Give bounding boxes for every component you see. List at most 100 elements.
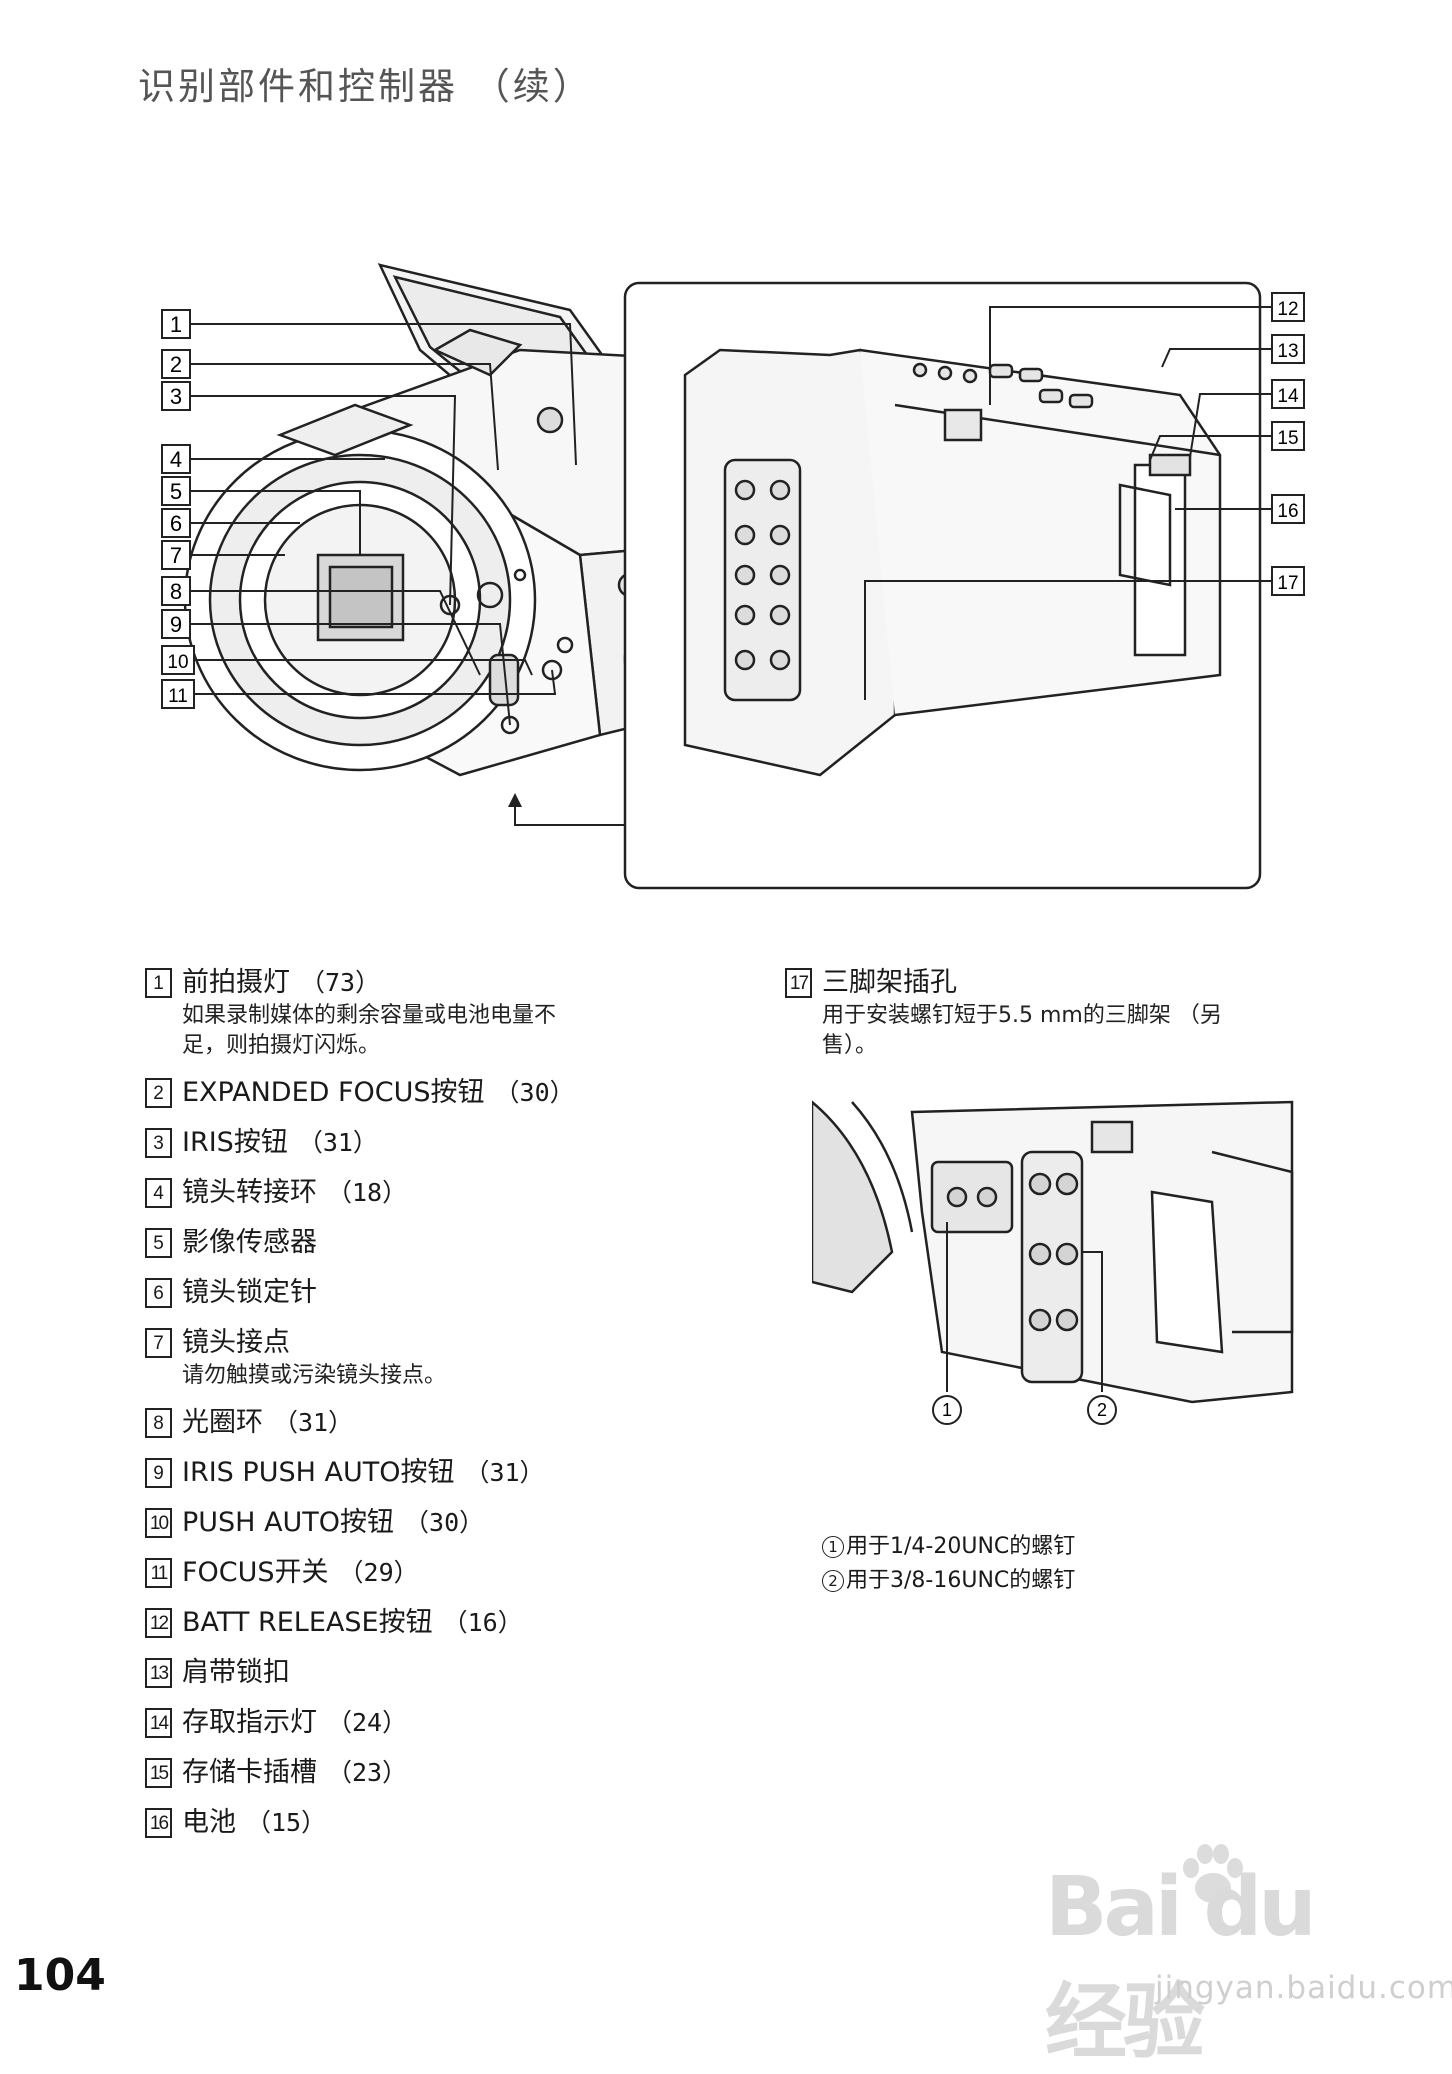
callout-16: 16 [1271,494,1305,524]
part-item-11: 11 FOCUS开关 （29） [145,1555,705,1591]
part-number: 14 [145,1708,172,1738]
callout-9: 9 [161,609,191,639]
part-number: 5 [145,1228,172,1258]
svg-text:6: 6 [170,511,182,536]
svg-text:16: 16 [1277,501,1298,522]
callout-7: 7 [161,540,191,570]
callout-14: 14 [1271,379,1305,409]
part-item-7: 7 镜头接点 请勿触摸或污染镜头接点。 [145,1325,705,1391]
part-number: 13 [145,1658,172,1688]
part-label: 存储卡插槽 [182,1757,317,1788]
page-reference: （31） [273,1408,354,1437]
callout-4: 4 [161,444,191,474]
part-label: 光圈环 [182,1407,263,1438]
part-label: 前拍摄灯 [182,967,290,998]
page-title: 识别部件和控制器 （续） [138,65,593,108]
part-label: FOCUS开关 [182,1557,329,1588]
watermark-logo: Bai du 经验 [1045,1860,1317,2070]
part-label: 三脚架插孔 [822,967,957,998]
part-item-15: 15 存储卡插槽 （23） [145,1755,705,1791]
part-label: EXPANDED FOCUS按钮 [182,1077,485,1108]
part-label: IRIS按钮 [182,1127,288,1158]
part-number: 10 [145,1508,172,1538]
part-number: 6 [145,1278,172,1308]
svg-text:3: 3 [170,384,182,409]
svg-text:12: 12 [1277,299,1298,320]
page-reference: （24） [327,1708,408,1737]
svg-text:11: 11 [168,686,188,707]
svg-text:15: 15 [1277,428,1298,449]
part-item-10: 10 PUSH AUTO按钮 （30） [145,1505,705,1541]
page-number: 104 [14,1950,106,2001]
callout-11: 11 [161,679,195,709]
page-reference: （29） [338,1558,419,1587]
callout-17: 17 [1271,566,1305,596]
svg-text:9: 9 [170,612,182,637]
part-number: 9 [145,1458,172,1488]
page-reference: （16） [442,1608,523,1637]
part-number: 7 [145,1328,172,1358]
part-label: 肩带锁扣 [182,1657,290,1688]
svg-text:1: 1 [942,1400,952,1420]
part-item-14: 14 存取指示灯 （24） [145,1705,705,1741]
svg-text:2: 2 [1097,1400,1107,1420]
part-number: 2 [145,1078,172,1108]
callout-3: 3 [161,381,191,411]
part-item-9: 9 IRIS PUSH AUTO按钮 （31） [145,1455,705,1491]
page-reference: （31） [464,1458,545,1487]
part-label: 存取指示灯 [182,1707,317,1738]
svg-text:10: 10 [167,652,188,673]
part-number: 11 [145,1558,172,1588]
callout-6: 6 [161,508,191,538]
part-label: IRIS PUSH AUTO按钮 [182,1457,455,1488]
page-reference: （23） [327,1758,408,1787]
paw-icon [1183,1844,1243,1903]
svg-text:1: 1 [170,312,182,337]
part-number: 3 [145,1128,172,1158]
part-description: 用于安装螺钉短于5.5 mm的三脚架 （另售）。 [822,1003,1222,1058]
part-item-5: 5 影像传感器 [145,1225,705,1261]
svg-text:5: 5 [170,479,182,504]
part-number: 12 [145,1608,172,1638]
part-item-12: 12 BATT RELEASE按钮 （16） [145,1605,705,1641]
svg-text:13: 13 [1277,341,1298,362]
part-number: 16 [145,1808,172,1838]
page-reference: （30） [494,1078,575,1107]
callout-8: 8 [161,576,191,606]
part-number: 1 [145,968,172,998]
svg-text:4: 4 [170,447,182,472]
part-number: 15 [145,1758,172,1788]
page-reference: （30） [404,1508,485,1537]
part-description: 请勿触摸或污染镜头接点。 [182,1363,447,1388]
page-reference: （15） [246,1808,327,1837]
part-label: 影像传感器 [182,1227,317,1258]
part-label: 镜头接点 [182,1327,290,1358]
page-reference: （73） [300,968,381,997]
part-label: PUSH AUTO按钮 [182,1507,395,1538]
part-item-1: 1 前拍摄灯 （73） 如果录制媒体的剩余容量或电池电量不足，则拍摄灯闪烁。 [145,965,705,1061]
camera-front-figure: 1 2 3 4 5 6 7 8 9 10 11 [161,263,1305,890]
part-item-2: 2 EXPANDED FOCUS按钮 （30） [145,1075,705,1111]
callout-13: 13 [1271,334,1305,364]
part-label: BATT RELEASE按钮 [182,1607,433,1638]
part-number: 4 [145,1178,172,1208]
svg-text:17: 17 [1277,573,1298,594]
marker-2: 2 [1087,1395,1117,1425]
callout-15: 15 [1271,421,1305,451]
part-item-13: 13 肩带锁扣 [145,1655,705,1691]
callout-12: 12 [1271,292,1305,322]
part-description: 如果录制媒体的剩余容量或电池电量不足，则拍摄灯闪烁。 [182,1003,557,1058]
part-item-8: 8 光圈环 （31） [145,1405,705,1441]
callout-5: 5 [161,476,191,506]
marker-2: 2 [822,1570,844,1592]
marker-1: 1 [932,1395,962,1425]
part-number: 8 [145,1408,172,1438]
svg-text:2: 2 [170,352,182,377]
